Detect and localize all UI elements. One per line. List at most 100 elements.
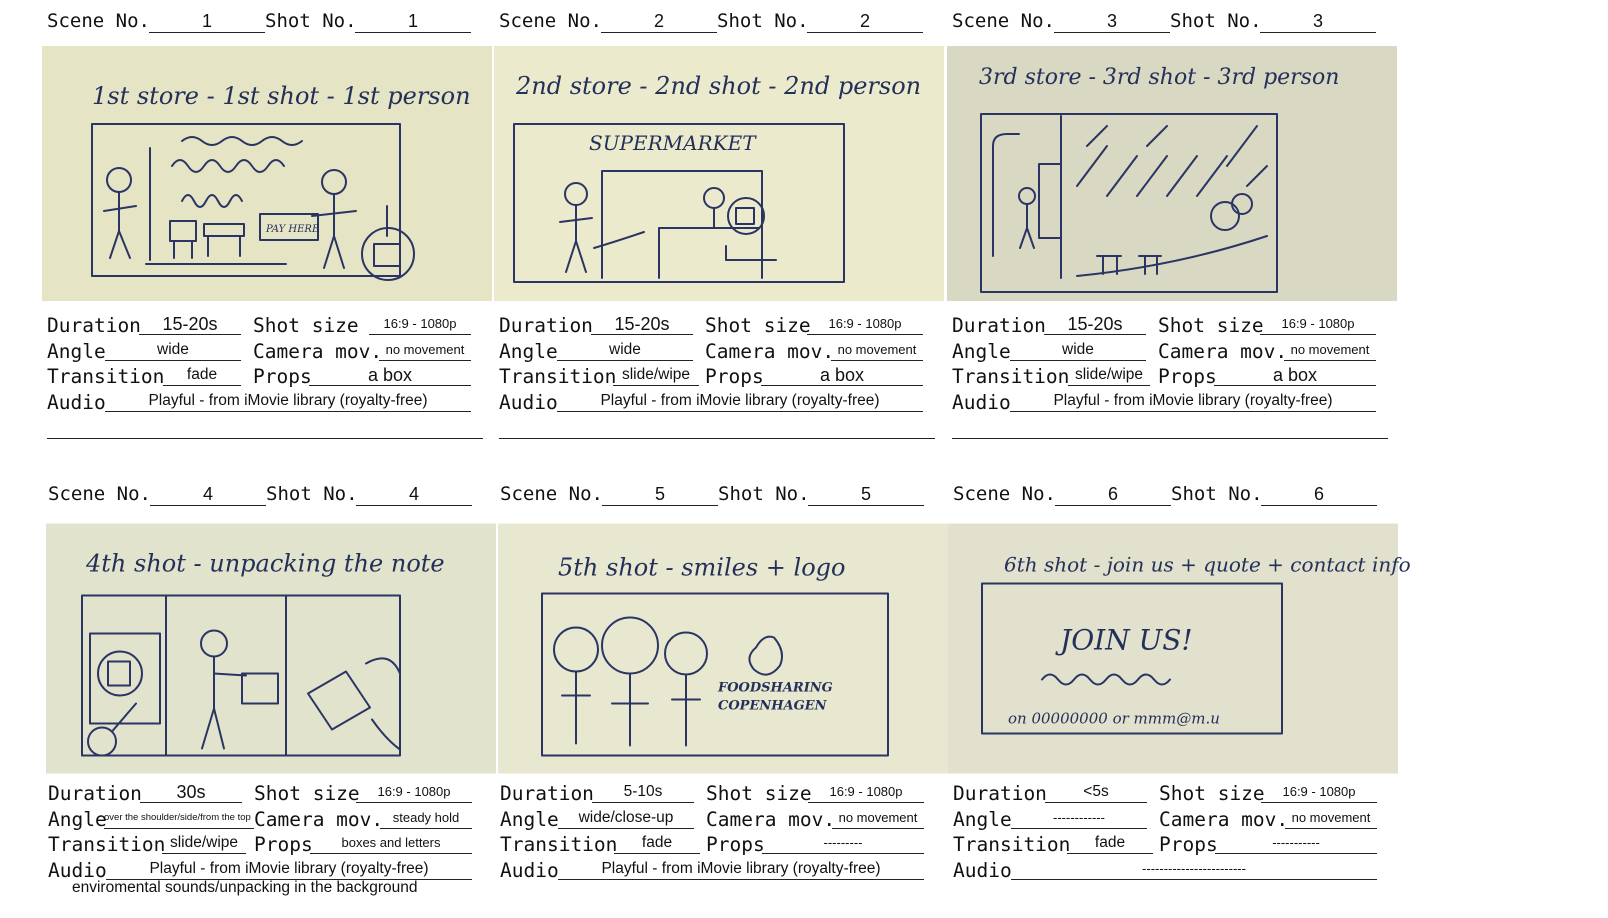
panel-header: Scene No. 5 Shot No. 5 — [500, 477, 950, 507]
duration-label: Duration — [500, 782, 594, 805]
logo-line-1: FOODSHARING — [717, 681, 833, 696]
transition-value: fade — [614, 833, 700, 854]
shot-details: Duration 30s Shot size 16:9 - 1080p Angl… — [48, 782, 498, 896]
shot-details: Duration 15-20s Shot size 16:9 - 1080p A… — [499, 314, 949, 439]
angle-value: wide — [105, 340, 241, 361]
shot-number: 2 — [807, 10, 923, 33]
shot-number: 3 — [1260, 10, 1376, 33]
audio-label: Audio — [953, 858, 1012, 882]
sketch-image: 1st store - 1st shot - 1st person PAY HE… — [42, 46, 492, 301]
audio-label: Audio — [500, 858, 559, 882]
shot-label: Shot No. — [1171, 483, 1263, 505]
sketch-caption: 3rd store - 3rd shot - 3rd person — [979, 65, 1339, 90]
sketch-image: 5th shot - smiles + logo FOODSHARING COP… — [498, 521, 948, 774]
shot-label: Shot No. — [717, 10, 809, 32]
pay-here-sign: PAY HERE — [265, 224, 320, 235]
transition-label: Transition — [499, 365, 617, 388]
sketch-caption: 6th shot - join us + quote + contact inf… — [1004, 553, 1411, 577]
transition-label: Transition — [952, 365, 1070, 388]
transition-label: Transition — [47, 365, 165, 388]
duration-label: Duration — [47, 314, 141, 337]
panel-header: Scene No. 2 Shot No. 2 — [499, 4, 949, 34]
shot-details: Duration <5s Shot size 16:9 - 1080p Angl… — [953, 782, 1403, 884]
angle-label: Angle — [47, 339, 106, 363]
shot-details: Duration 15-20s Shot size 16:9 - 1080p A… — [952, 314, 1402, 439]
sketch-caption: 5th shot - smiles + logo — [558, 554, 845, 582]
sketch-caption: 2nd store - 2nd shot - 2nd person — [515, 72, 921, 100]
shot-label: Shot No. — [718, 483, 810, 505]
camera-value: no movement — [1284, 340, 1376, 361]
props-value: boxes and letters — [310, 833, 472, 854]
sketch-image: 4th shot - unpacking the note — [46, 521, 496, 774]
audio-extra-note: enviromental sounds/unpacking in the bac… — [72, 879, 418, 896]
transition-label: Transition — [500, 833, 618, 856]
audio-label: Audio — [952, 390, 1011, 414]
panel-header: Scene No. 3 Shot No. 3 — [952, 4, 1402, 34]
shot-number: 5 — [808, 483, 924, 506]
scene-number: 5 — [602, 483, 718, 506]
props-value: a box — [309, 365, 471, 386]
scene-label: Scene No. — [48, 483, 151, 505]
angle-value: wide/close-up — [558, 808, 694, 829]
angle-label: Angle — [499, 339, 558, 363]
panel-header: Scene No. 1 Shot No. 1 — [47, 4, 497, 34]
camera-value: no movement — [832, 808, 924, 829]
transition-label: Transition — [48, 833, 166, 856]
props-value: a box — [1214, 365, 1376, 386]
scene-number: 3 — [1054, 10, 1170, 33]
camera-value: steady hold — [380, 808, 472, 829]
duration-value: <5s — [1045, 782, 1147, 803]
audio-value: Playful - from iMovie library (royalty-f… — [558, 859, 924, 880]
shot-size-value: 16:9 - 1080p — [1261, 782, 1377, 803]
sketch-image: 3rd store - 3rd shot - 3rd person — [947, 46, 1397, 301]
shot-size-label: Shot size — [1159, 782, 1265, 805]
camera-label: Camera mov. — [253, 339, 383, 363]
join-us-text: JOIN US! — [1055, 624, 1193, 657]
audio-label: Audio — [48, 858, 107, 882]
props-label: Props — [706, 833, 765, 856]
shot-size-label: Shot size — [706, 782, 812, 805]
duration-value: 5-10s — [592, 782, 694, 803]
scene-number: 6 — [1055, 483, 1171, 506]
panel-header: Scene No. 6 Shot No. 6 — [953, 477, 1403, 507]
audio-label: Audio — [47, 390, 106, 414]
shot-number: 6 — [1261, 483, 1377, 506]
duration-value: 15-20s — [591, 314, 693, 335]
shot-size-value: 16:9 - 1080p — [356, 782, 472, 803]
shot-size-value: 16:9 - 1080p — [1260, 314, 1376, 335]
angle-label: Angle — [953, 807, 1012, 831]
audio-value: ------------------------ — [1011, 859, 1377, 880]
scene-label: Scene No. — [952, 10, 1055, 32]
shot-size-label: Shot size — [253, 314, 359, 337]
camera-label: Camera mov. — [705, 339, 835, 363]
duration-value: 30s — [140, 782, 242, 803]
angle-value: wide — [1010, 340, 1146, 361]
props-value: --------- — [762, 833, 924, 854]
scene-label: Scene No. — [499, 10, 602, 32]
scene-number: 4 — [150, 483, 266, 506]
shot-size-label: Shot size — [705, 314, 811, 337]
camera-label: Camera mov. — [1158, 339, 1288, 363]
shot-label: Shot No. — [266, 483, 358, 505]
sketch-caption: 4th shot - unpacking the note — [85, 550, 445, 578]
shot-details: Duration 5-10s Shot size 16:9 - 1080p An… — [500, 782, 950, 884]
audio-value: Playful - from iMovie library (royalty-f… — [106, 859, 472, 880]
notes-line — [47, 438, 483, 439]
logo-line-2: COPENHAGEN — [718, 699, 828, 714]
panel-header: Scene No. 4 Shot No. 4 — [48, 477, 498, 507]
transition-value: fade — [163, 365, 241, 386]
angle-value: ------------ — [1011, 808, 1147, 829]
sketch-image: 2nd store - 2nd shot - 2nd person SUPERM… — [494, 46, 944, 301]
shot-number: 1 — [355, 10, 471, 33]
camera-value: no movement — [1285, 808, 1377, 829]
shot-size-label: Shot size — [254, 782, 360, 805]
duration-label: Duration — [953, 782, 1047, 805]
angle-value: over the shoulder/side/from the top — [104, 808, 254, 829]
scene-number: 1 — [149, 10, 265, 33]
shot-size-value: 16:9 - 1080p — [369, 314, 471, 335]
duration-value: 15-20s — [139, 314, 241, 335]
transition-label: Transition — [953, 833, 1071, 856]
props-value: a box — [761, 365, 923, 386]
angle-value: wide — [557, 340, 693, 361]
notes-line — [952, 438, 1388, 439]
